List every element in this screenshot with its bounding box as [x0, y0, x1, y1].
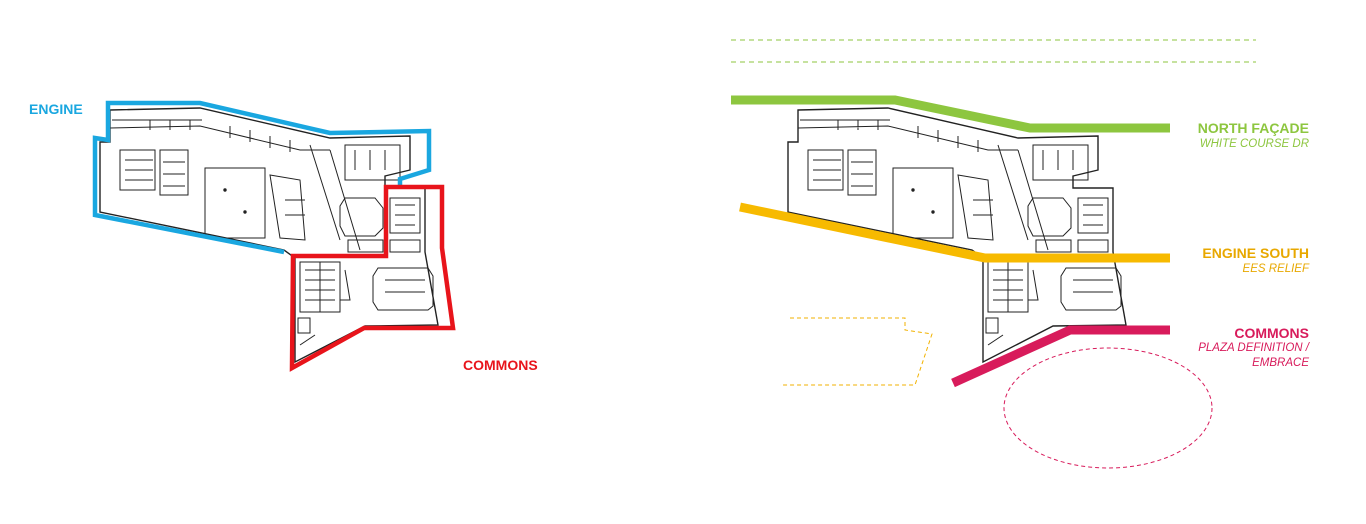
commons-edge	[951, 325, 1170, 388]
engine-label: ENGINE	[29, 101, 83, 117]
commons-edge-sublabel-1: PLAZA DEFINITION /	[1198, 342, 1309, 354]
commons-edge-sublabel-2: EMBRACE	[1252, 357, 1309, 369]
commons-label: COMMONS	[463, 357, 538, 373]
north-facade-sublabel: WHITE COURSE DR	[1199, 138, 1309, 150]
north-facade-edge	[731, 95, 1170, 133]
engine-south-sublabel: EES RELIEF	[1242, 263, 1309, 275]
plaza-dashed-ellipse	[1003, 347, 1213, 469]
commons-edge-label: COMMONS	[1234, 325, 1309, 341]
floor-plan-right	[787, 107, 1127, 363]
engine-zone-outline	[92, 100, 432, 255]
engine-south-label: ENGINE SOUTH	[1202, 245, 1309, 261]
commons-zone-outline	[289, 184, 456, 372]
engine-south-edge	[739, 202, 1170, 263]
north-facade-label: NORTH FAÇADE	[1197, 120, 1309, 136]
ees-relief-dashed-outline	[780, 317, 933, 386]
